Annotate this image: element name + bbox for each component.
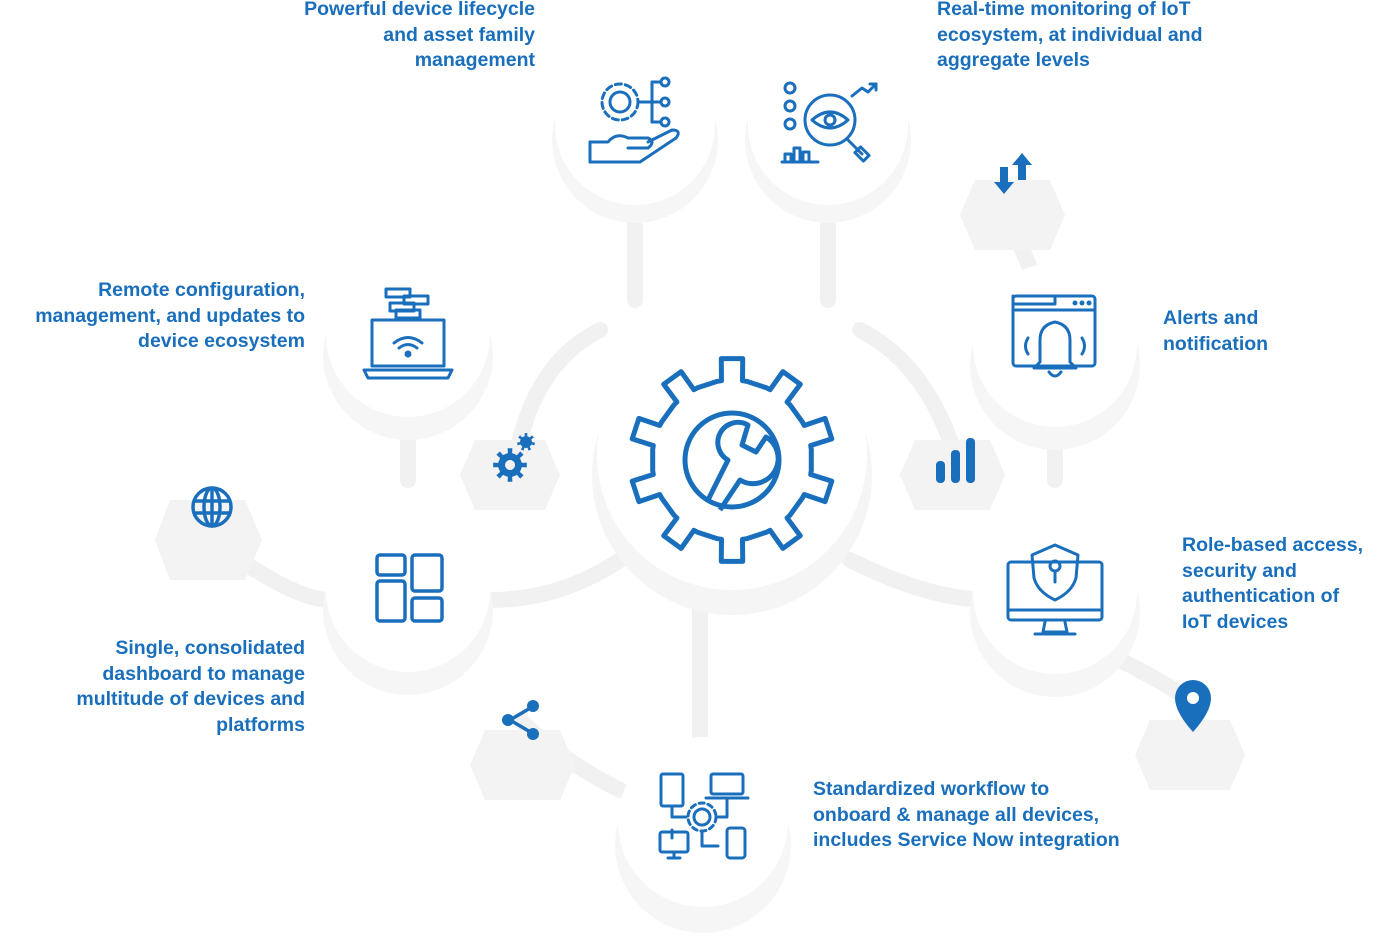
browser-bell-icon [1011, 294, 1097, 378]
label-alerts: Alerts and notification [1163, 307, 1269, 355]
node-circles [323, 45, 1140, 933]
gear-wrench-icon [629, 356, 835, 564]
gears-icon [493, 433, 535, 482]
share-icon [502, 700, 539, 740]
arrows-updown-icon [994, 153, 1032, 194]
device-network-icon [658, 772, 750, 860]
label-workflow: Standardized workflow to onboard & manag… [813, 778, 1120, 851]
label-monitoring: Real-time monitoring of IoT ecosystem, a… [937, 0, 1203, 71]
monitor-shield-icon [1006, 543, 1104, 636]
label-lifecycle: Powerful device lifecycle and asset fami… [304, 0, 535, 71]
laptop-wifi-icon [362, 287, 454, 380]
dashboard-grid-icon [375, 553, 444, 623]
globe-icon [191, 486, 233, 528]
location-pin-icon [1175, 680, 1211, 732]
hand-gear-icon [588, 76, 680, 164]
bar-chart-icon [936, 438, 975, 483]
label-security: Role-based access, security and authenti… [1182, 534, 1364, 633]
eye-search-icon [780, 81, 878, 164]
label-remote-config: Remote configuration, management, and up… [35, 279, 305, 352]
label-dashboard: Single, consolidated dashboard to manage… [76, 637, 305, 736]
